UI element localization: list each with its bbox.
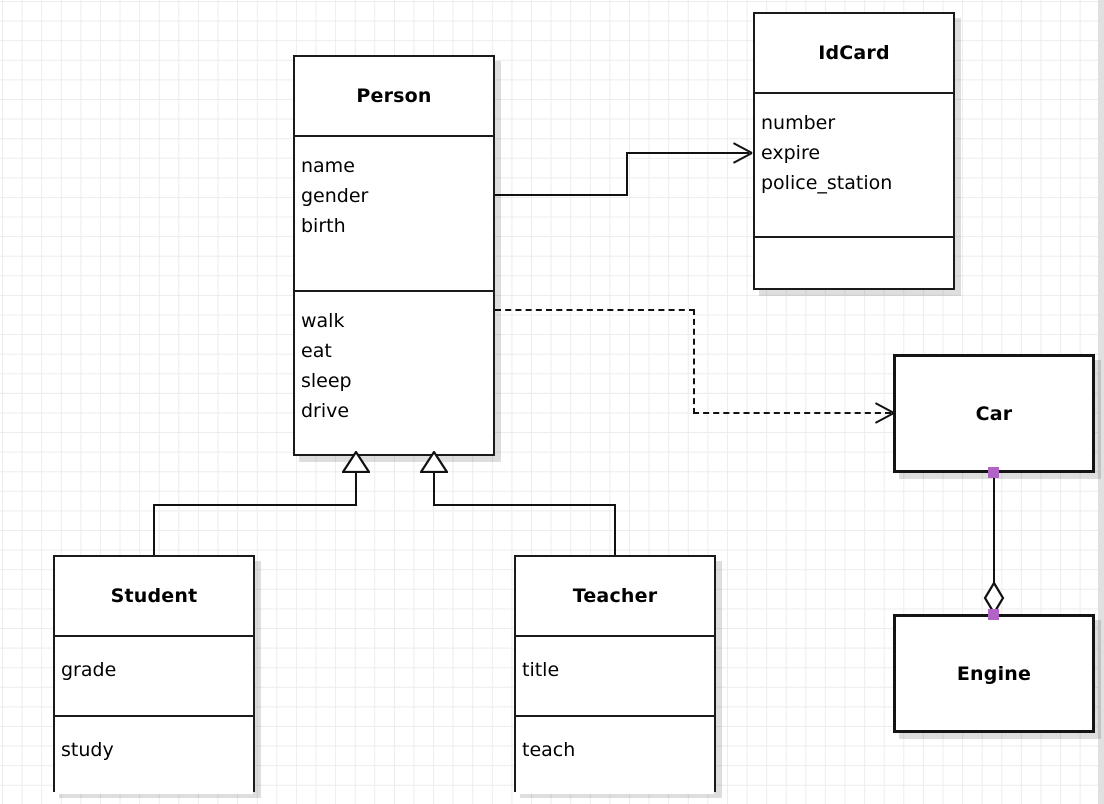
canvas-right-edge: [1098, 0, 1104, 804]
gen-student-person-seg3[interactable]: [355, 470, 357, 506]
method-item: walk: [301, 310, 345, 332]
assoc-person-idcard-seg3[interactable]: [626, 152, 749, 154]
attribute-item: number: [761, 112, 836, 134]
class-name-label: IdCard: [818, 42, 890, 64]
open-arrow-icon-idcard: [731, 141, 751, 165]
connection-handle-car[interactable]: [988, 467, 999, 478]
class-title-student: Student: [55, 557, 253, 635]
class-name-label: Teacher: [572, 585, 658, 607]
method-item: study: [61, 739, 114, 761]
class-name-label: Person: [356, 85, 432, 107]
class-title-car: Car: [896, 357, 1092, 470]
class-title-teacher: Teacher: [516, 557, 714, 635]
class-name-label: Student: [110, 585, 198, 607]
class-methods-idcard: [755, 236, 953, 284]
method-item: eat: [301, 340, 332, 362]
gen-teacher-person-seg1[interactable]: [614, 504, 616, 558]
assoc-person-idcard-seg1[interactable]: [493, 194, 628, 196]
connection-handle-engine[interactable]: [988, 609, 999, 620]
class-attributes-teacher: title: [516, 635, 714, 715]
gen-teacher-person-seg3[interactable]: [433, 470, 435, 506]
class-box-idcard[interactable]: IdCard number expire police_station: [753, 12, 955, 290]
class-attributes-idcard: number expire police_station: [755, 92, 953, 236]
class-box-engine[interactable]: Engine: [893, 614, 1095, 733]
open-arrow-icon-car: [873, 401, 893, 425]
method-item: teach: [522, 739, 576, 761]
class-name-label: Engine: [956, 662, 1032, 685]
class-methods-student: study: [55, 715, 253, 794]
dep-person-car-seg1[interactable]: [495, 309, 695, 311]
class-box-student[interactable]: Student grade study: [53, 555, 255, 794]
gen-student-person-seg2[interactable]: [153, 504, 356, 506]
class-attributes-student: grade: [55, 635, 253, 715]
assoc-person-idcard-seg2[interactable]: [626, 152, 628, 196]
attribute-item: title: [522, 659, 560, 681]
attribute-item: name: [301, 155, 355, 177]
attribute-item: grade: [61, 659, 117, 681]
method-item: sleep: [301, 370, 352, 392]
gen-student-person-seg1[interactable]: [153, 504, 155, 558]
class-box-person[interactable]: Person name gender birth walk eat sleep …: [293, 55, 495, 456]
method-item: drive: [301, 400, 350, 422]
agg-car-engine-line[interactable]: [993, 470, 995, 618]
hollow-triangle-icon-student: [342, 451, 370, 473]
class-title-idcard: IdCard: [755, 14, 953, 92]
class-box-car[interactable]: Car: [893, 354, 1095, 473]
dep-person-car-seg2[interactable]: [693, 309, 695, 414]
attribute-item: birth: [301, 215, 346, 237]
dep-person-car-seg3[interactable]: [693, 412, 891, 414]
gen-teacher-person-seg2[interactable]: [433, 504, 616, 506]
class-title-person: Person: [295, 57, 493, 135]
hollow-triangle-icon-teacher: [420, 451, 448, 473]
attribute-item: expire: [761, 142, 821, 164]
class-methods-teacher: teach: [516, 715, 714, 794]
class-name-label: Car: [975, 402, 1013, 425]
class-title-engine: Engine: [896, 617, 1092, 730]
class-box-teacher[interactable]: Teacher title teach: [514, 555, 716, 794]
class-methods-person: walk eat sleep drive: [295, 290, 493, 454]
attribute-item: police_station: [761, 172, 893, 194]
attribute-item: gender: [301, 185, 369, 207]
class-attributes-person: name gender birth: [295, 135, 493, 290]
